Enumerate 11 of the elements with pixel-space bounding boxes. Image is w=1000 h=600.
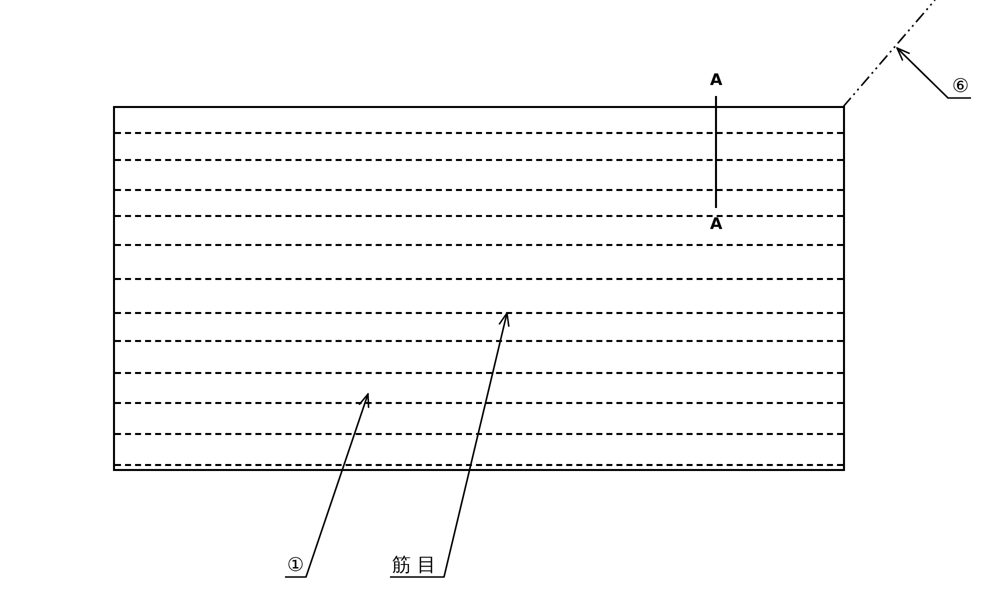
callout-label: ⑥ [952,76,970,96]
leader-line [896,47,971,99]
leader-line [285,393,370,578]
sheet-outline [113,106,845,471]
fold-line [843,0,935,107]
callout-label: 筋目 [392,555,442,575]
leader-line [390,312,510,578]
section-mark: A [710,214,722,234]
callout-label: ① [287,555,304,575]
score-line [115,312,843,314]
section-mark: A [710,70,722,90]
